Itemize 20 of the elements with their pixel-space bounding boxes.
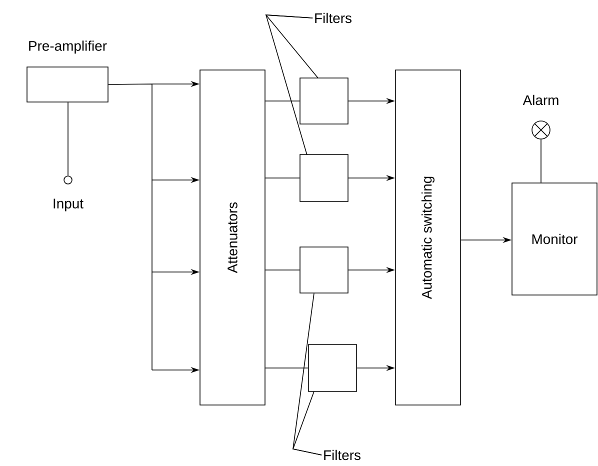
switching-box: Automatic switching (395, 70, 461, 406)
leader-line (292, 391, 322, 456)
preamplifier-box: Pre-amplifier (26, 40, 108, 102)
node-label: Input (54, 198, 84, 212)
callout-label: Filters (324, 450, 360, 460)
filter-box (308, 344, 357, 392)
leader-line (265, 14, 318, 78)
connector-line (265, 100, 300, 102)
connector-line (540, 139, 542, 183)
node-label: Alarm (522, 94, 558, 106)
filter-box (300, 154, 348, 202)
input-terminal: Input (54, 176, 84, 212)
node-label: Pre-amplifier (29, 40, 107, 54)
leader-line (265, 14, 314, 156)
callout-label: Filters (315, 12, 352, 24)
monitor-box: Monitor (512, 182, 598, 296)
alarm-lamp: Alarm (522, 94, 558, 140)
filter-box (300, 246, 348, 294)
filter-box (300, 78, 348, 124)
attenuator-box: Attenuators (200, 70, 266, 406)
